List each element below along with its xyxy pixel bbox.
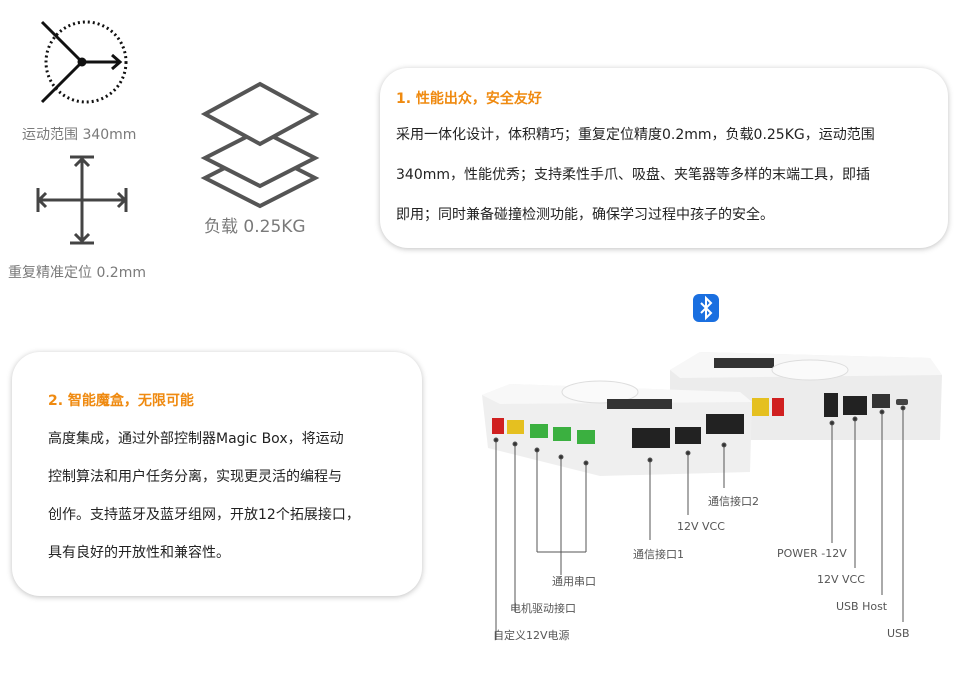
label-custom-power: 自定义12V电源	[493, 629, 570, 642]
layers-icon	[200, 81, 320, 209]
precision-cross-icon	[36, 155, 128, 245]
label-12v-vcc-left: 12V VCC	[677, 520, 725, 533]
label-12v-vcc-right: 12V VCC	[817, 573, 865, 586]
label-power: POWER -12V	[777, 547, 847, 560]
label-usb: USB	[887, 627, 910, 640]
card-line: 采用一体化设计，体积精巧；重复定位精度0.2mm，负载0.25KG，运动范围	[396, 127, 875, 143]
leader-lines	[493, 405, 906, 640]
card-line: 340mm，性能优秀；支持柔性手爪、吸盘、夹笔器等多样的末端工具，即插	[396, 167, 870, 183]
spec-load: 负载 0.25KG	[204, 217, 306, 237]
feature-card-magic-box: 2. 智能魔盒，无限可能 高度集成，通过外部控制器Magic Box，将运动 控…	[12, 352, 422, 596]
spec-range: 运动范围 340mm	[22, 127, 137, 143]
bluetooth-icon	[693, 294, 719, 322]
card-line: 控制算法和用户任务分离，实现更灵活的编程与	[48, 469, 342, 485]
spec-precision: 重复精准定位 0.2mm	[8, 265, 146, 281]
card-line: 创作。支持蓝牙及蓝牙组网，开放12个拓展接口，	[48, 507, 360, 523]
card-line: 高度集成，通过外部控制器Magic Box，将运动	[48, 431, 344, 447]
card-line: 具有良好的开放性和兼容性。	[48, 545, 230, 561]
label-comm-port-2: 通信接口2	[708, 495, 759, 508]
label-comm-port-1: 通信接口1	[633, 548, 684, 561]
label-motor-port: 电机驱动接口	[510, 602, 576, 615]
label-serial-port: 通用串口	[552, 575, 596, 588]
card-title: 2. 智能魔盒，无限可能	[48, 393, 194, 409]
feature-card-performance: 1. 性能出众，安全友好 采用一体化设计，体积精巧；重复定位精度0.2mm，负载…	[380, 68, 948, 248]
magic-box-front	[482, 380, 752, 476]
card-line: 即用；同时兼备碰撞检测功能，确保学习过程中孩子的安全。	[396, 207, 774, 223]
card-title: 1. 性能出众，安全友好	[396, 91, 542, 107]
motion-range-icon	[40, 20, 128, 104]
label-usb-host: USB Host	[836, 600, 888, 613]
